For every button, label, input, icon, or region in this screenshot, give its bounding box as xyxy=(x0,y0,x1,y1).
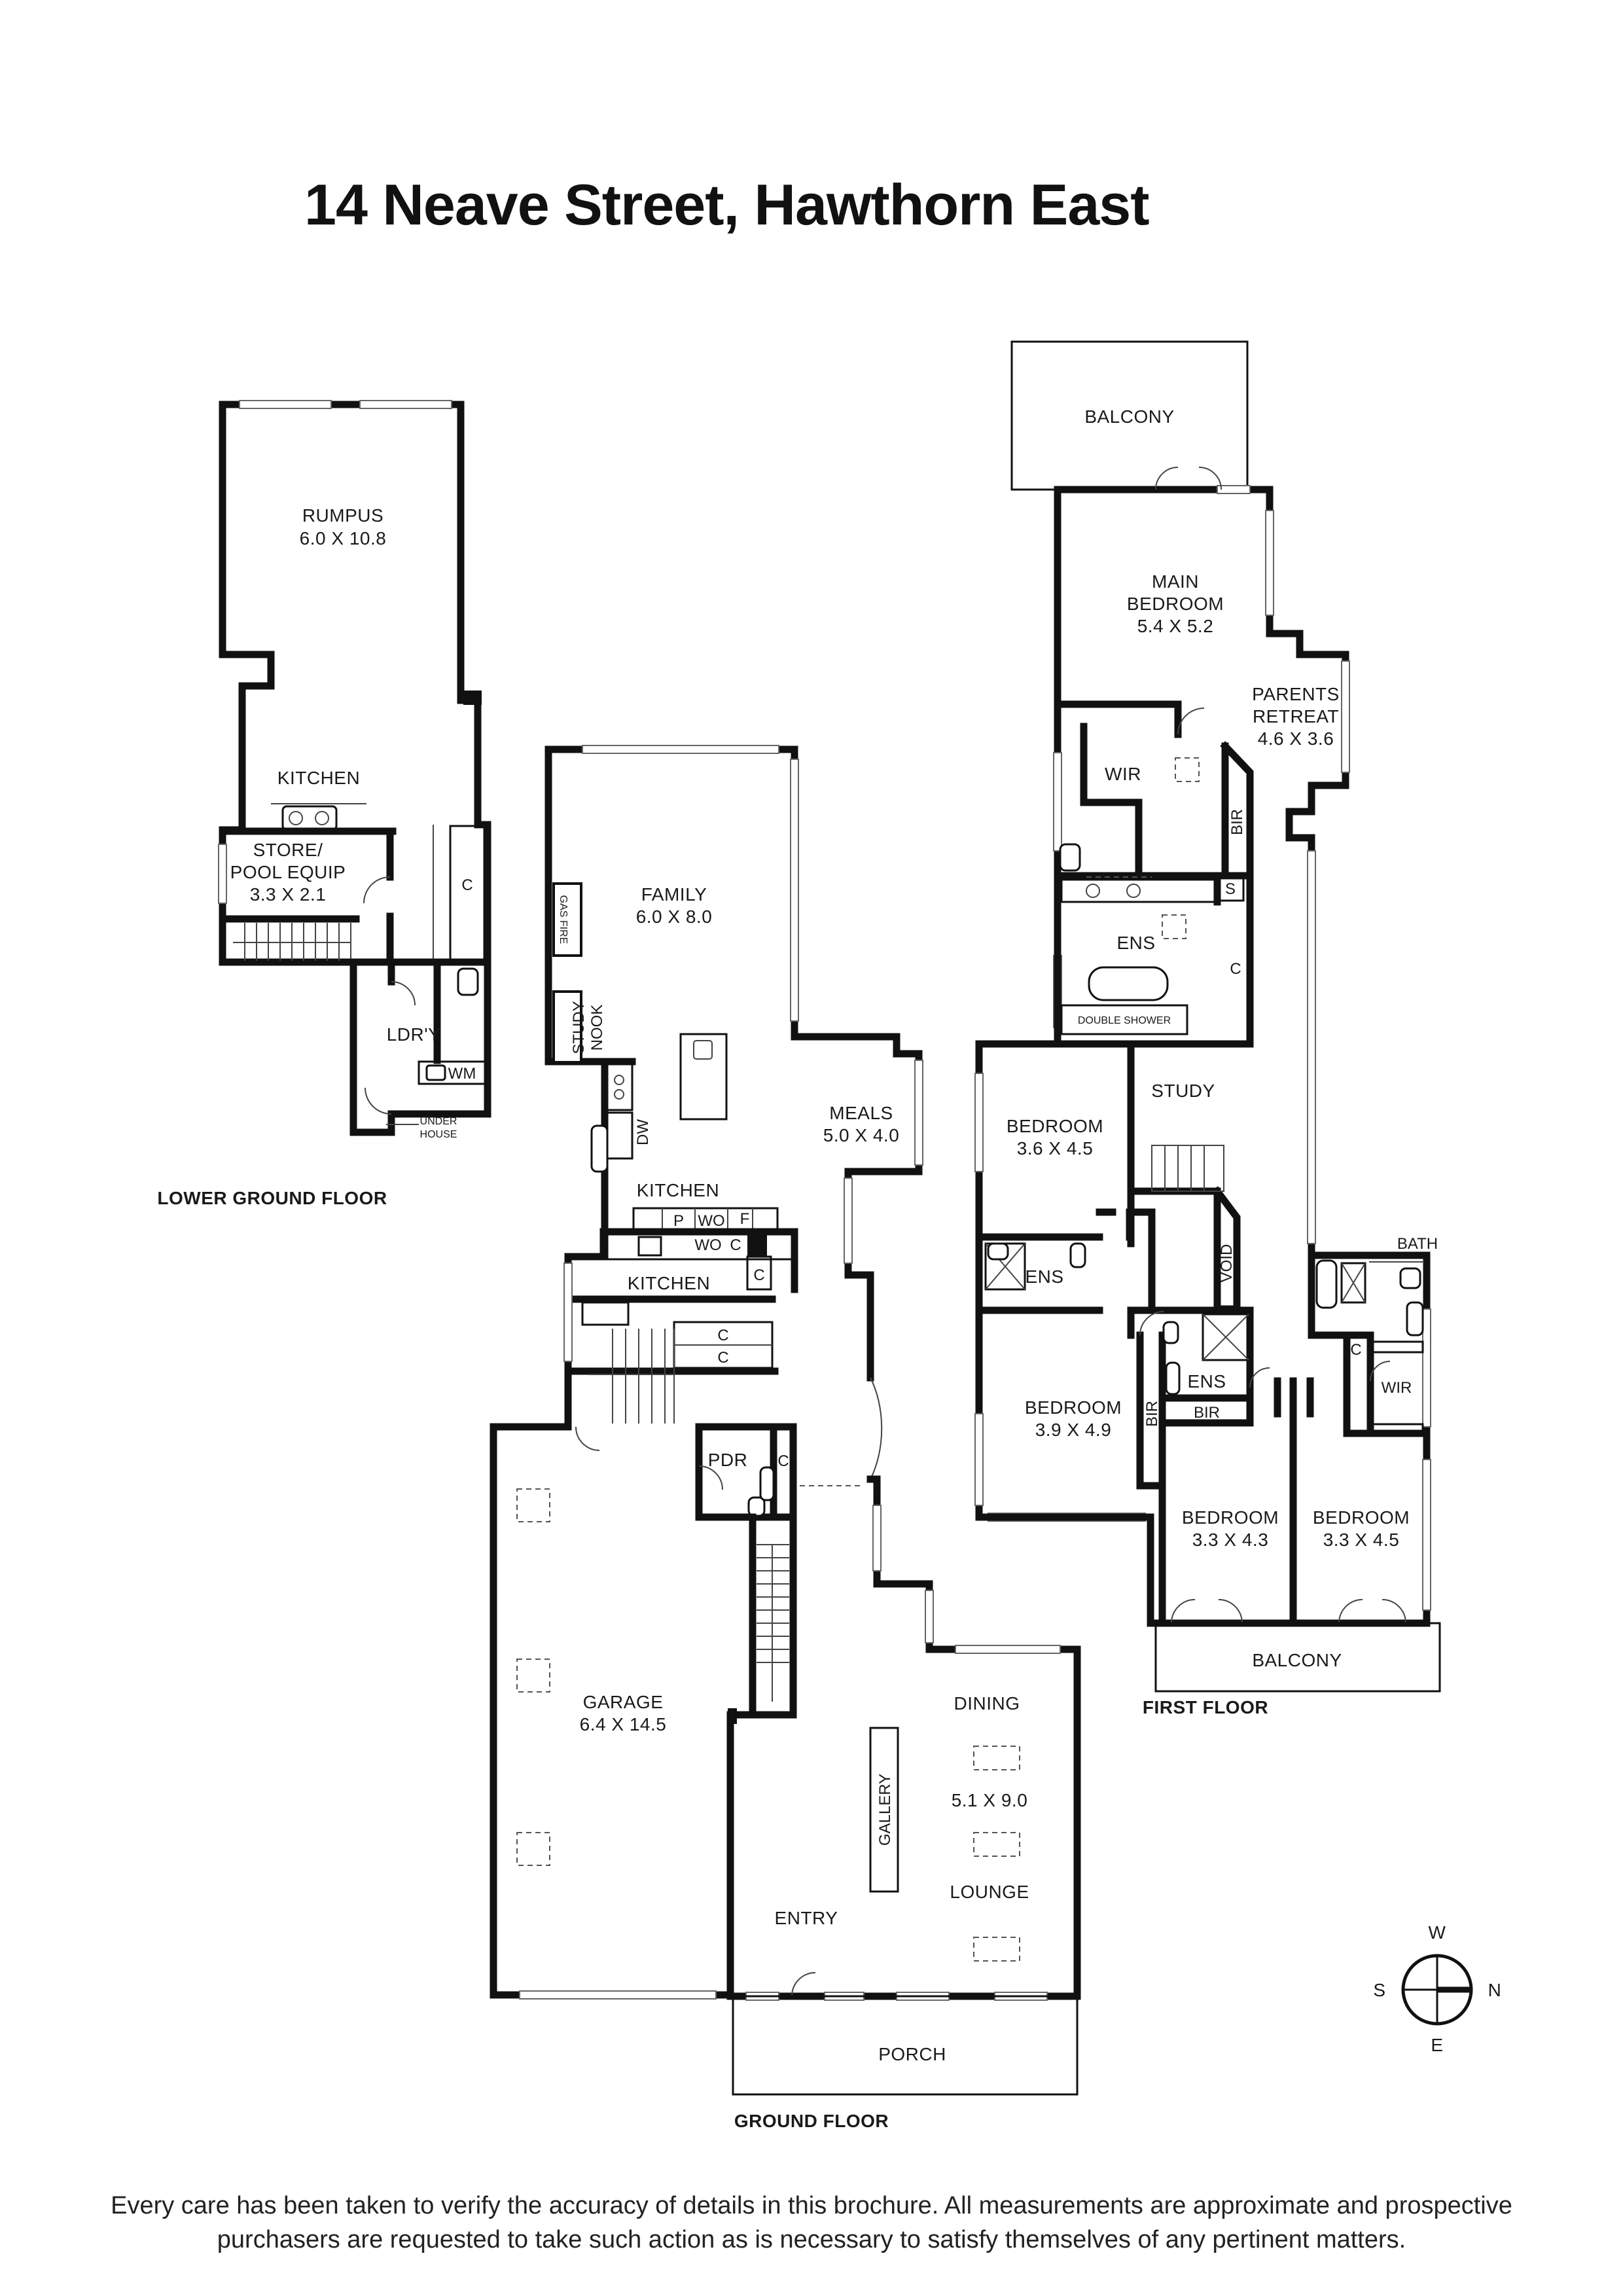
ens-3-label: ENS xyxy=(1187,1371,1226,1391)
porch-label: PORCH xyxy=(878,2044,946,2064)
study-label: STUDY xyxy=(1151,1081,1215,1101)
store-label-1: STORE/ xyxy=(253,840,323,860)
bedroom-2-label: BEDROOM xyxy=(1007,1116,1103,1136)
pdr-cupboard: C xyxy=(777,1452,789,1470)
balcony-top-label: BALCONY xyxy=(1084,406,1174,427)
rumpus-label: RUMPUS xyxy=(302,505,383,526)
family-label: FAMILY xyxy=(641,884,707,905)
parents-retreat-label-2: RETREAT xyxy=(1253,706,1339,726)
kitchen-cupboard-1: C xyxy=(730,1236,741,1254)
compass-north: N xyxy=(1488,1980,1502,2000)
bedroom-4-dims: 3.3 X 4.3 xyxy=(1192,1530,1269,1550)
ground-floor xyxy=(490,745,1081,2096)
butlers-kitchen-label: KITCHEN xyxy=(628,1273,710,1293)
main-bedroom-label-2: BEDROOM xyxy=(1127,594,1224,614)
bedroom-5-label: BEDROOM xyxy=(1313,1507,1410,1528)
ground-floor-label: GROUND FLOOR xyxy=(734,2111,889,2131)
bedroom-3-label: BEDROOM xyxy=(1025,1397,1122,1418)
wir-5-label: WIR xyxy=(1382,1379,1412,1397)
wir-5-cupboard: C xyxy=(1350,1341,1361,1359)
main-bedroom-label-1: MAIN xyxy=(1152,571,1199,592)
lower-cupboard: C xyxy=(461,876,473,894)
compass-south: S xyxy=(1373,1980,1385,2000)
family-dims: 6.0 X 8.0 xyxy=(636,906,713,927)
compass-east: E xyxy=(1431,2035,1443,2055)
washing-machine: WM xyxy=(448,1065,476,1083)
gallery-label: GALLERY xyxy=(876,1774,894,1846)
ensuite-s: S xyxy=(1225,880,1236,898)
lower-ground-floor-label: LOWER GROUND FLOOR xyxy=(157,1188,387,1208)
main-bedroom-dims: 5.4 X 5.2 xyxy=(1137,616,1214,636)
double-shower-label: DOUBLE SHOWER xyxy=(1078,1015,1171,1026)
butlers-cupboard-2: C xyxy=(717,1349,728,1367)
fridge: F xyxy=(740,1210,750,1228)
ens-main-cupboard: C xyxy=(1230,960,1241,978)
under-house-1: UNDER xyxy=(420,1116,457,1127)
ens-main-label: ENS xyxy=(1116,933,1155,953)
first-floor xyxy=(974,340,1441,1693)
page-title: 14 Neave Street, Hawthorn East xyxy=(304,172,1150,237)
main-kitchen-label: KITCHEN xyxy=(637,1180,719,1200)
kitchen-cupboard-2: C xyxy=(753,1266,764,1284)
dining-lounge-dims: 5.1 X 9.0 xyxy=(952,1790,1028,1810)
ens-2-label: ENS xyxy=(1025,1266,1063,1287)
dishwasher: DW xyxy=(634,1119,652,1145)
garage-label: GARAGE xyxy=(583,1692,664,1712)
entry-label: ENTRY xyxy=(775,1908,838,1928)
butlers-cupboard-1: C xyxy=(717,1327,728,1344)
garage-dims: 6.4 X 14.5 xyxy=(580,1714,667,1734)
void-label: VOID xyxy=(1218,1244,1236,1283)
bir-3-label: BIR xyxy=(1143,1401,1161,1427)
bedroom-2-dims: 3.6 X 4.5 xyxy=(1017,1138,1094,1158)
parents-retreat-label-1: PARENTS xyxy=(1252,684,1340,704)
lower-kitchen-label: KITCHEN xyxy=(277,768,360,788)
gas-fire-1: GAS FIRE xyxy=(558,895,569,944)
wall-oven-2: WO xyxy=(694,1236,721,1254)
under-house-2: HOUSE xyxy=(420,1129,457,1140)
pantry: P xyxy=(673,1212,684,1230)
disclaimer-line-2: purchasers are requested to take such ac… xyxy=(217,2226,1406,2253)
balcony-bottom-label: BALCONY xyxy=(1252,1650,1342,1670)
first-floor-label: FIRST FLOOR xyxy=(1143,1697,1268,1717)
bedroom-5-dims: 3.3 X 4.5 xyxy=(1323,1530,1400,1550)
compass-west: W xyxy=(1429,1922,1446,1943)
store-dims: 3.3 X 2.1 xyxy=(250,884,327,905)
rumpus-dims: 6.0 X 10.8 xyxy=(300,528,387,548)
pdr-label: PDR xyxy=(708,1450,748,1470)
meals-label: MEALS xyxy=(829,1103,893,1123)
bath-label: BATH xyxy=(1397,1235,1438,1253)
study-nook-2: NOOK xyxy=(588,1005,606,1051)
bedroom-4-label: BEDROOM xyxy=(1182,1507,1279,1528)
bir-main-label: BIR xyxy=(1228,809,1246,835)
compass xyxy=(1401,1954,1473,2026)
parents-retreat-dims: 4.6 X 3.6 xyxy=(1258,728,1334,749)
wir-main-label: WIR xyxy=(1105,764,1141,784)
disclaimer-line-1: Every care has been taken to verify the … xyxy=(111,2192,1512,2219)
bir-3b-label: BIR xyxy=(1194,1404,1220,1422)
dining-label: DINING xyxy=(954,1693,1020,1713)
lower-ground-floor xyxy=(218,400,491,1136)
lounge-label: LOUNGE xyxy=(950,1882,1029,1902)
store-label-2: POOL EQUIP xyxy=(230,862,346,882)
laundry-label: LDR'Y xyxy=(387,1024,441,1045)
study-nook-1: STUDY xyxy=(570,1001,588,1054)
bedroom-3-dims: 3.9 X 4.9 xyxy=(1035,1420,1112,1440)
meals-dims: 5.0 X 4.0 xyxy=(823,1125,900,1145)
disclaimer: Every care has been taken to verify the … xyxy=(0,2189,1623,2257)
wall-oven-1: WO xyxy=(698,1212,724,1230)
